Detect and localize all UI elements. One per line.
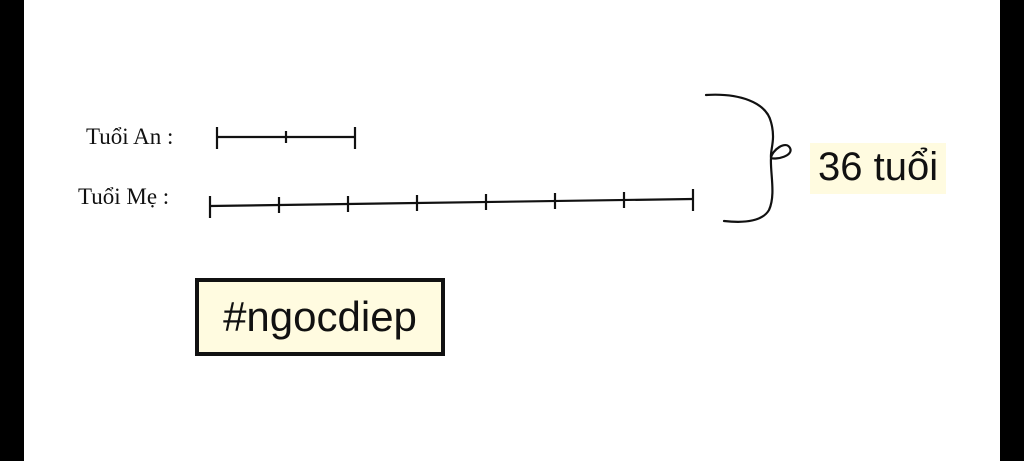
diagram-canvas: Tuổi An : Tuổi Mẹ : 36 tuổi #ngocdiep (24, 0, 1000, 461)
mother-segment-line (209, 197, 694, 208)
total-age-label: 36 tuổi (810, 143, 947, 194)
an-age-label: Tuổi An : (86, 124, 174, 149)
mother-age-label: Tuổi Mẹ : (78, 184, 170, 209)
segment-diagram (208, 93, 792, 223)
author-tag: #ngocdiep (195, 278, 445, 356)
grouping-brace (704, 93, 792, 223)
